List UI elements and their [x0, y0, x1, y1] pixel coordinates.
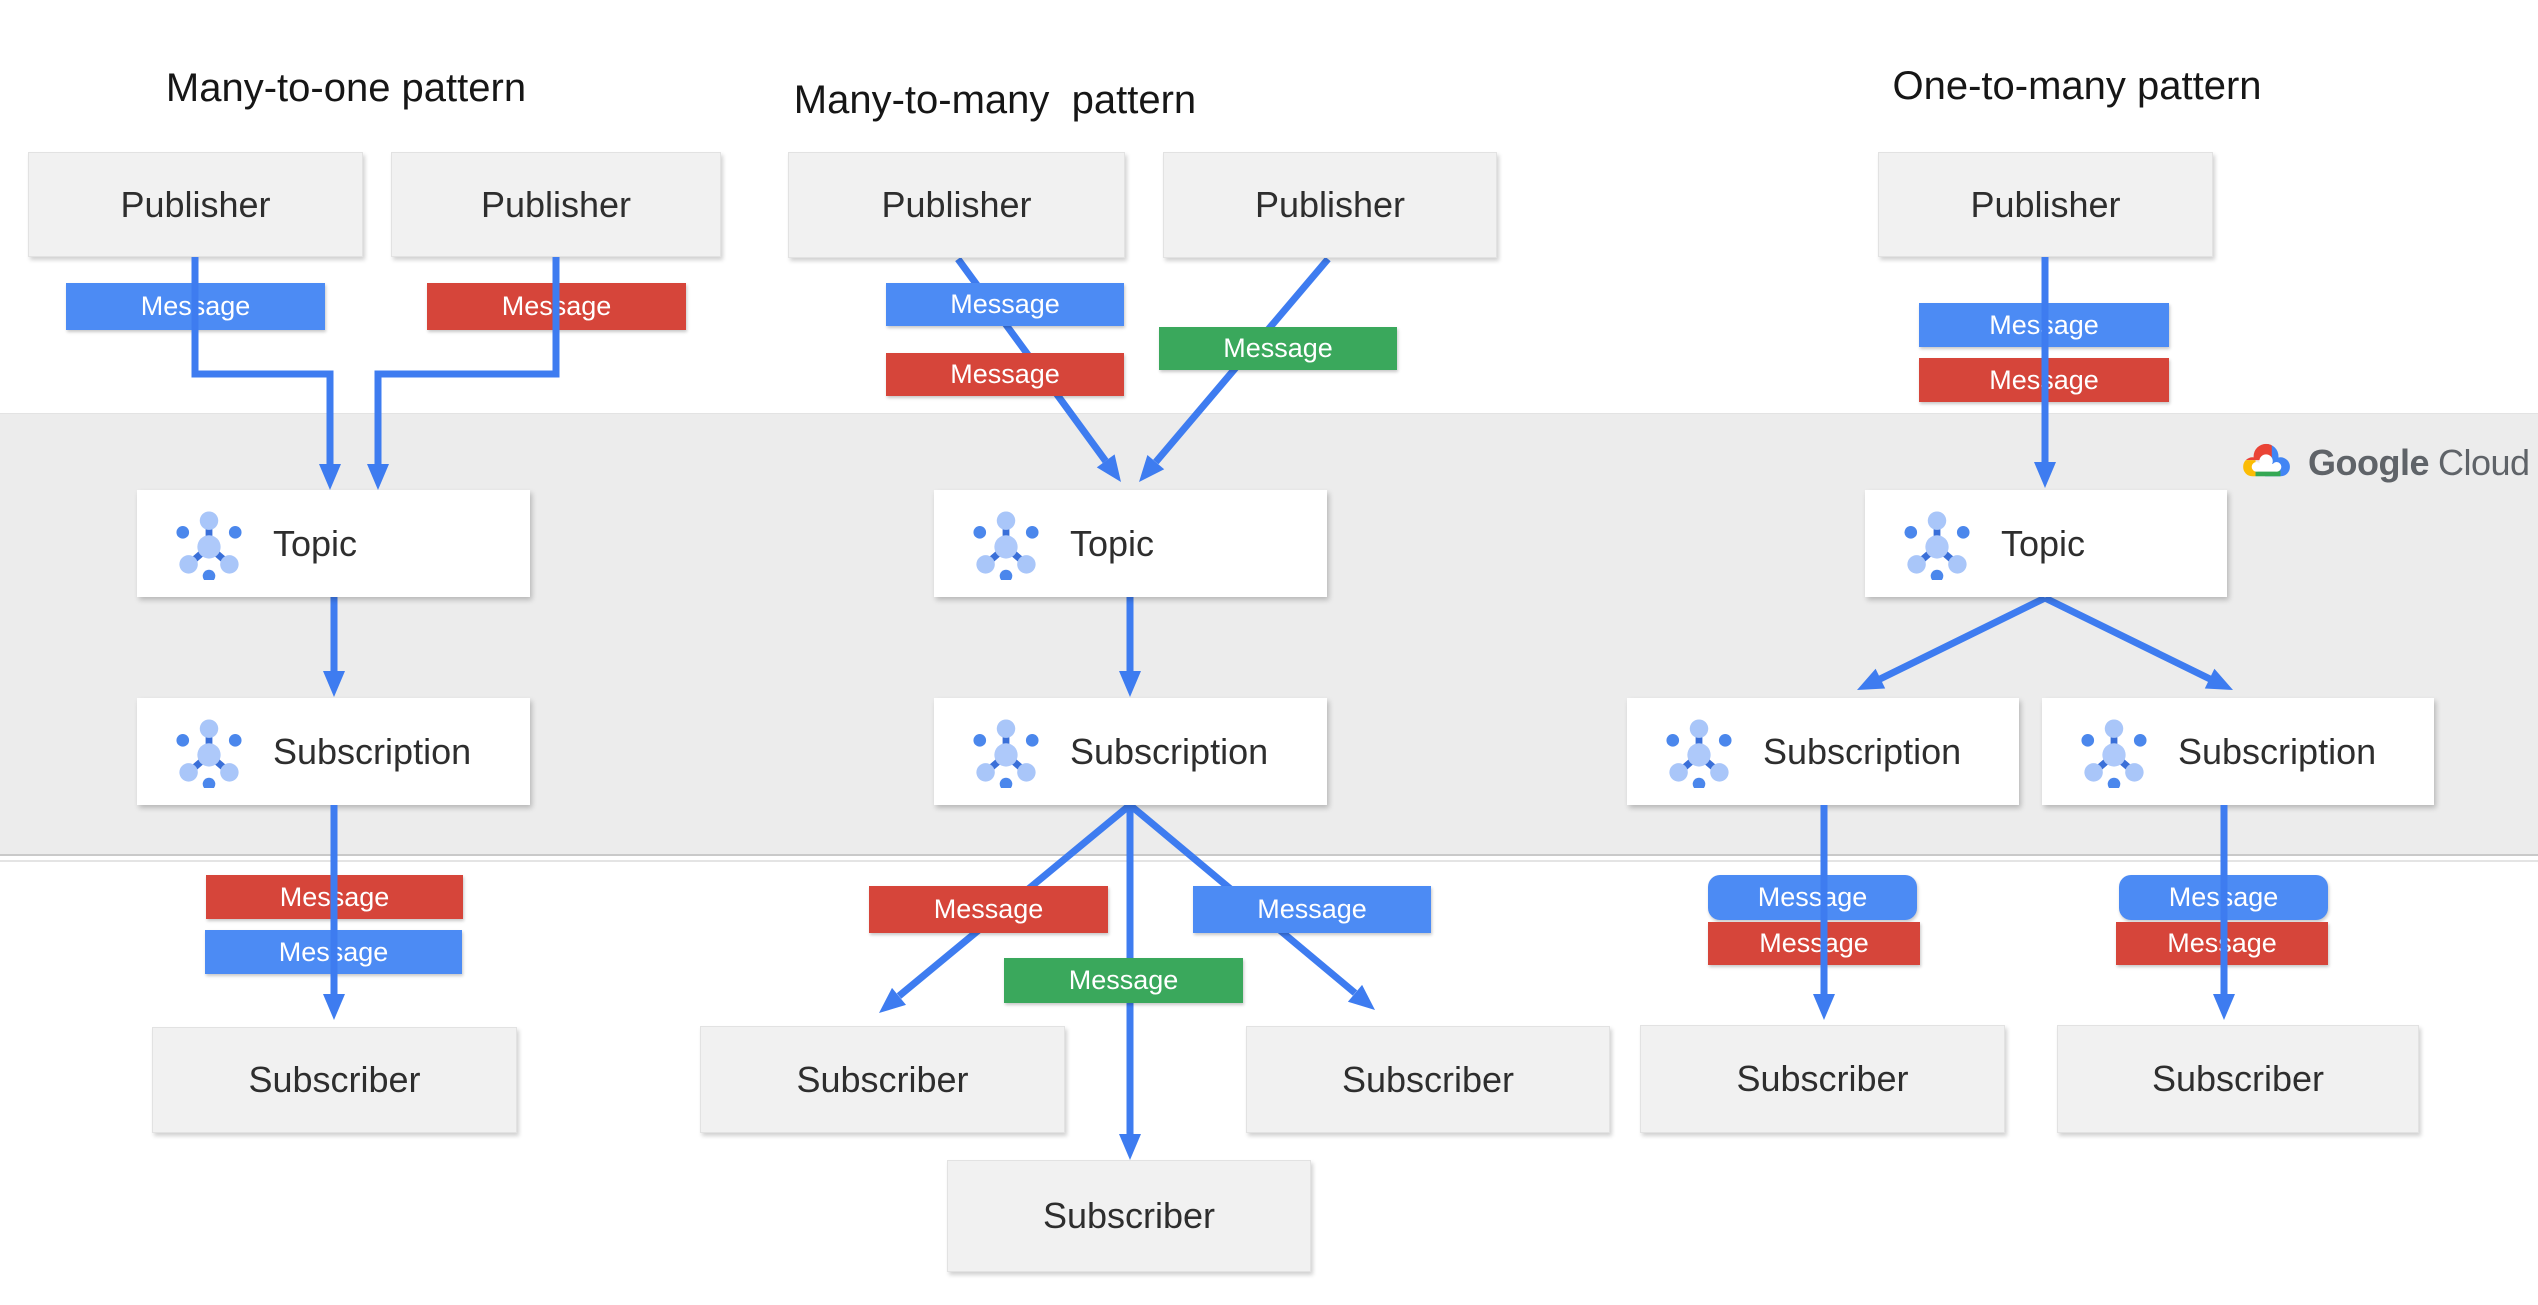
subscriber-label: Subscriber [1341, 1058, 1515, 1100]
cloud-segments [2243, 443, 2290, 477]
publisher-label: Publisher [1254, 184, 1406, 225]
message-badge: Message [66, 283, 325, 330]
publisher-label: Publisher [881, 184, 1032, 225]
cloud-inner-cutout [2251, 454, 2282, 472]
pubsub-icon [1903, 508, 1971, 580]
message-badge: Message [1919, 303, 2169, 347]
subscription-box: Subscription [934, 698, 1327, 805]
message-label: Message [1223, 333, 1333, 363]
subscriber-box: Subscriber [700, 1026, 1065, 1133]
pubsub-icon [175, 716, 243, 788]
message-label: Message [1759, 928, 1869, 958]
pubsub-icon [972, 716, 1040, 788]
subscriber-label: Subscriber [248, 1059, 421, 1100]
message-label: Message [501, 291, 612, 321]
subscription-label: Subscription [273, 730, 472, 772]
publisher-box: Publisher [1163, 152, 1497, 258]
subscriber-box: Subscriber [947, 1160, 1311, 1272]
pattern-title: Many-to-one pattern [165, 66, 527, 110]
pubsub-icon [972, 508, 1040, 580]
topic-box: Topic [137, 490, 530, 597]
message-label: Message [1757, 882, 1868, 912]
message-badge: Message [1919, 358, 2169, 402]
pubsub-icon [2080, 716, 2148, 788]
subscription-box: Subscription [1627, 698, 2019, 805]
message-label: Message [1989, 309, 2099, 340]
pattern-title: One-to-many pattern [1892, 64, 2262, 108]
publisher-box: Publisher [28, 152, 363, 257]
message-label: Message [933, 894, 1044, 924]
subscription-box: Subscription [137, 698, 530, 805]
message-label: Message [278, 936, 389, 967]
topic-label: Topic [2001, 522, 2086, 564]
topic-label: Topic [1070, 522, 1155, 564]
pattern-title: Many-to-many pattern [793, 78, 1197, 122]
arrowhead [323, 994, 345, 1020]
logo-google-text: Google [2308, 442, 2430, 483]
subscription-box: Subscription [2042, 698, 2434, 805]
arrowhead [1119, 1134, 1141, 1160]
logo-cloud-text: Cloud [2438, 442, 2530, 483]
message-badge: Message [205, 930, 462, 974]
message-label: Message [2167, 928, 2277, 958]
topic-label: Topic [273, 522, 358, 564]
message-label: Message [1989, 364, 2099, 395]
publisher-label: Publisher [480, 183, 632, 225]
message-badge: Message [206, 875, 463, 919]
message-badge: Message [2116, 922, 2328, 965]
arrowhead [2213, 994, 2235, 1020]
message-badge: Message [886, 353, 1124, 396]
arrowhead [1813, 994, 1835, 1020]
publisher-box: Publisher [1878, 152, 2213, 257]
topic-box: Topic [1865, 490, 2227, 597]
message-label: Message [1068, 965, 1179, 995]
subscriber-label: Subscriber [1736, 1058, 1909, 1099]
message-label: Message [279, 881, 390, 912]
message-badge: Message [1004, 958, 1243, 1003]
google-cloud-icon [2243, 443, 2290, 477]
arrowhead [879, 987, 906, 1013]
message-badge: Message [1708, 922, 1920, 965]
message-badge: Message [1708, 875, 1917, 920]
pubsub-icon [1665, 716, 1733, 788]
subscriber-label: Subscriber [2151, 1058, 2325, 1099]
message-badge: Message [869, 886, 1108, 933]
message-badge: Message [427, 283, 686, 330]
message-badge: Message [2119, 875, 2328, 920]
subscriber-box: Subscriber [152, 1027, 517, 1133]
subscriber-box: Subscriber [2057, 1025, 2419, 1133]
message-badge: Message [1159, 327, 1397, 370]
band-underline [0, 860, 2538, 862]
subscriber-label: Subscriber [796, 1058, 969, 1100]
publisher-label: Publisher [120, 183, 271, 225]
message-label: Message [140, 291, 251, 321]
publisher-label: Publisher [1970, 183, 2121, 225]
arrowhead [1347, 984, 1375, 1010]
message-label: Message [2168, 882, 2279, 912]
subscriber-box: Subscriber [1640, 1025, 2005, 1133]
subscription-label: Subscription [1070, 730, 1269, 772]
message-label: Message [950, 359, 1060, 389]
message-label: Message [1257, 894, 1367, 924]
topic-box: Topic [934, 490, 1327, 597]
subscriber-label: Subscriber [1042, 1195, 1216, 1236]
pubsub-icon [175, 508, 243, 580]
message-label: Message [950, 289, 1060, 319]
subscription-label: Subscription [1763, 730, 1962, 772]
message-badge: Message [886, 283, 1124, 326]
subscriber-box: Subscriber [1246, 1026, 1610, 1133]
message-badge: Message [1193, 886, 1431, 933]
publisher-box: Publisher [391, 152, 721, 257]
publisher-box: Publisher [788, 152, 1125, 258]
subscription-label: Subscription [2178, 730, 2377, 772]
